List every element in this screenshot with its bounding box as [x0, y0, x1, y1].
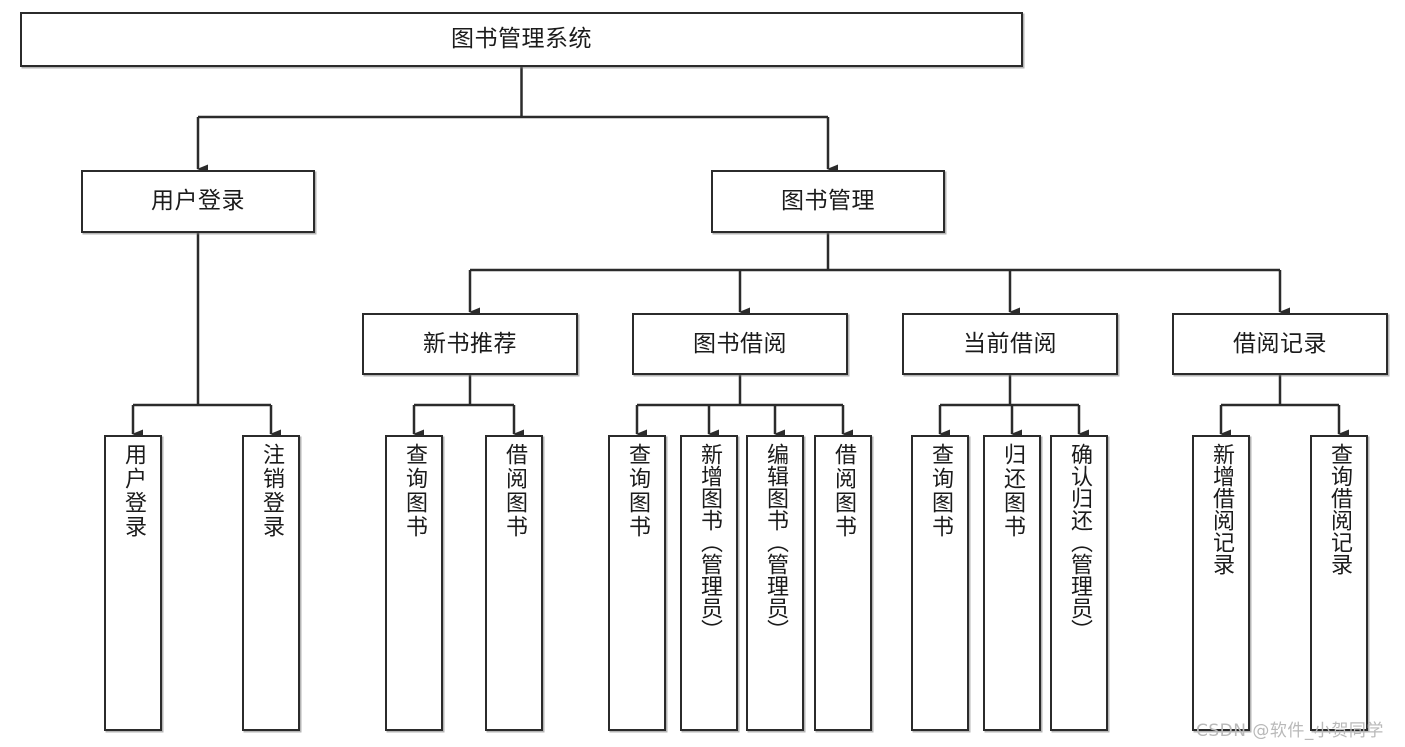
node-label: 新增图书（管理员） — [697, 443, 722, 641]
node-label: 编辑图书（管理员） — [763, 443, 788, 641]
node-label: 查询图书 — [928, 443, 953, 539]
node-label: 借阅图书 — [502, 443, 527, 539]
node-label: 查询借阅记录 — [1327, 443, 1352, 575]
node-borrow-record[interactable]: 借阅记录 — [1172, 313, 1388, 375]
node-leaf-rec-borrow[interactable]: 借阅图书 — [485, 435, 543, 731]
node-leaf-brw-borrow[interactable]: 借阅图书 — [814, 435, 872, 731]
node-book-manage[interactable]: 图书管理 — [711, 170, 945, 233]
node-label: 用户登录 — [151, 188, 245, 215]
node-current-borrow[interactable]: 当前借阅 — [902, 313, 1118, 375]
node-leaf-rec-add[interactable]: 新增借阅记录 — [1192, 435, 1250, 731]
node-label: 新增借阅记录 — [1209, 443, 1234, 575]
node-label: 查询图书 — [402, 443, 427, 539]
node-label: 确认归还（管理员） — [1067, 443, 1092, 641]
node-label: 当前借阅 — [963, 330, 1057, 357]
node-leaf-user-login[interactable]: 用户登录 — [104, 435, 162, 731]
node-leaf-rec-query[interactable]: 查询图书 — [385, 435, 443, 731]
node-label: 图书管理 — [781, 188, 875, 215]
node-leaf-user-logout[interactable]: 注销登录 — [242, 435, 300, 731]
node-leaf-brw-edit[interactable]: 编辑图书（管理员） — [746, 435, 804, 731]
node-leaf-cur-query[interactable]: 查询图书 — [911, 435, 969, 731]
edge-lines — [131, 67, 1349, 439]
node-leaf-cur-return[interactable]: 归还图书 — [983, 435, 1041, 731]
node-label: 图书借阅 — [693, 330, 787, 357]
node-root[interactable]: 图书管理系统 — [20, 12, 1023, 67]
node-label: 图书管理系统 — [451, 26, 592, 53]
watermark-label: CSDN @软件_小贺同学 — [1196, 721, 1384, 741]
node-label: 归还图书 — [1000, 443, 1025, 539]
node-leaf-brw-query[interactable]: 查询图书 — [608, 435, 666, 731]
node-label: 借阅记录 — [1233, 330, 1327, 357]
node-leaf-rec-search[interactable]: 查询借阅记录 — [1310, 435, 1368, 731]
node-label: 用户登录 — [121, 443, 146, 539]
node-label: 新书推荐 — [423, 330, 517, 357]
node-user-login[interactable]: 用户登录 — [81, 170, 315, 233]
node-label: 借阅图书 — [831, 443, 856, 539]
node-label: 注销登录 — [259, 443, 284, 539]
node-leaf-brw-add[interactable]: 新增图书（管理员） — [680, 435, 738, 731]
node-label: 查询图书 — [625, 443, 650, 539]
node-book-borrow[interactable]: 图书借阅 — [632, 313, 848, 375]
node-new-book-rec[interactable]: 新书推荐 — [362, 313, 578, 375]
node-leaf-cur-confirm[interactable]: 确认归还（管理员） — [1050, 435, 1108, 731]
